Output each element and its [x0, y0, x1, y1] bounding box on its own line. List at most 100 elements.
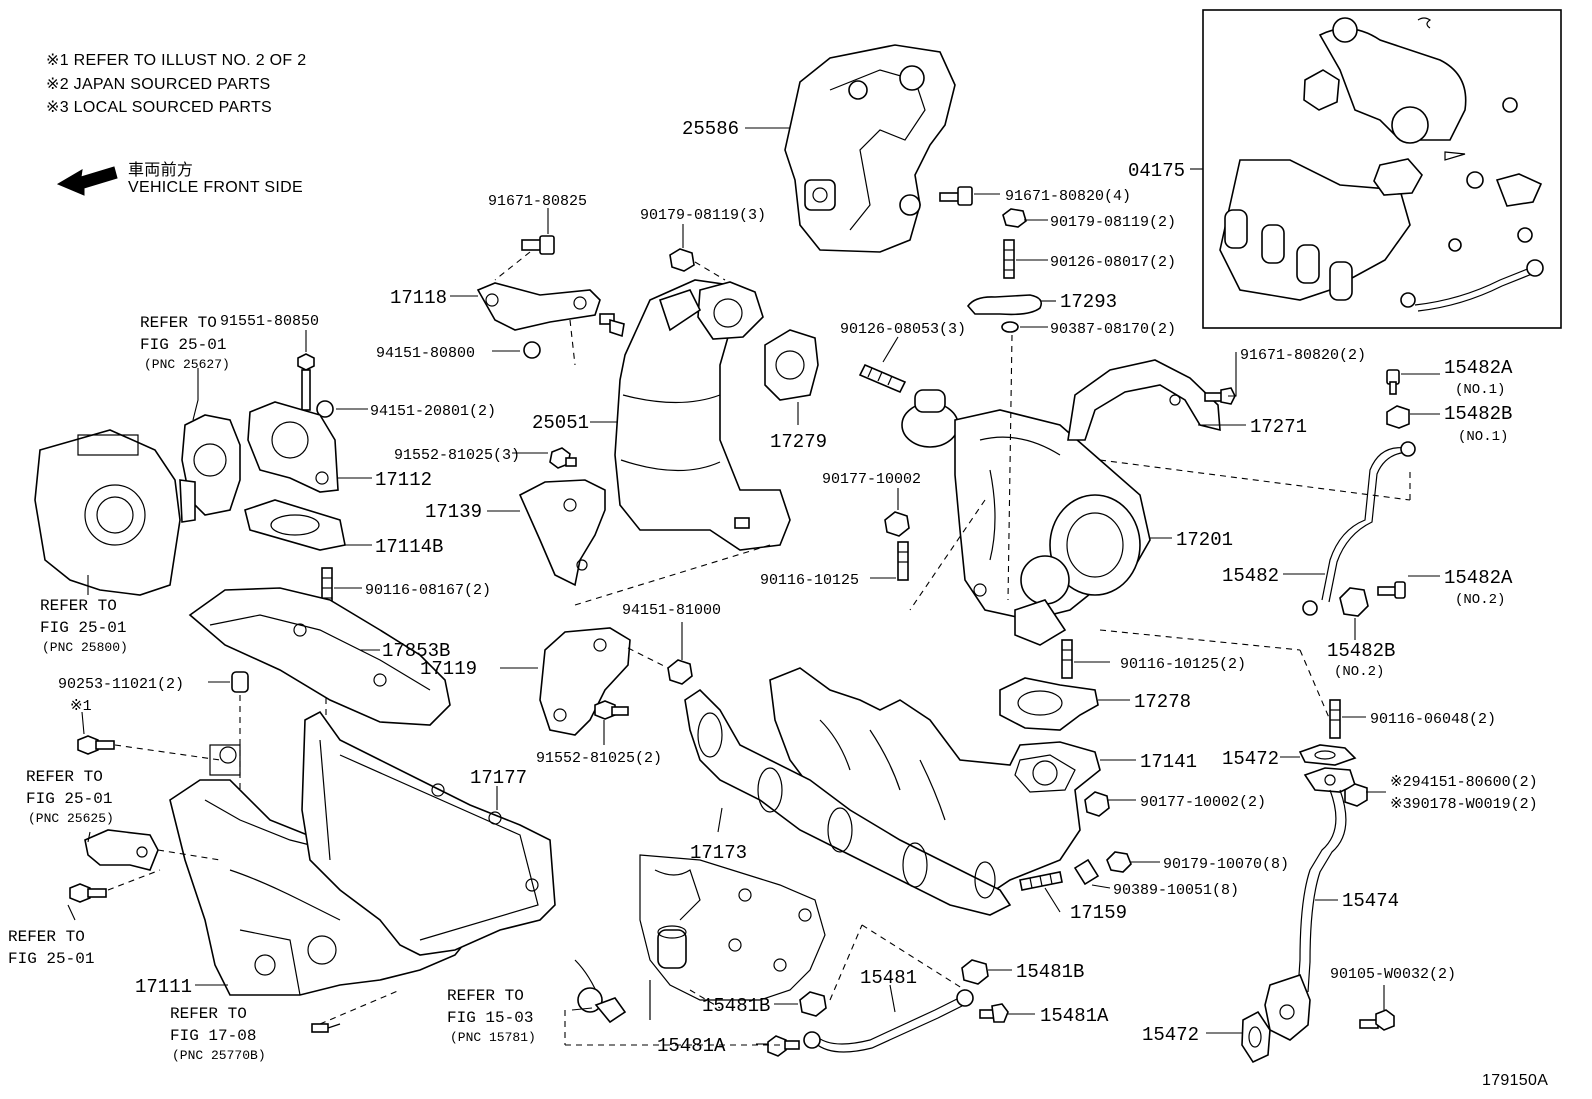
bracket-17119 — [539, 627, 631, 736]
bolt-91552-81025-2 — [594, 700, 629, 720]
label-90253-11021-2: 90253-11021(2) — [58, 676, 184, 693]
label-17114b: 17114B — [375, 536, 443, 558]
stud-90116-06048 — [1329, 699, 1341, 739]
collar-90253-11021 — [231, 671, 249, 693]
label-17279: 17279 — [770, 431, 827, 453]
note-1: ※1 REFER TO ILLUST NO. 2 OF 2 — [46, 52, 307, 69]
label-17112: 17112 — [375, 469, 432, 491]
label-04175: 04175 — [1128, 160, 1185, 182]
ref-25770b-line2: FIG 17-08 — [170, 1027, 256, 1045]
label-star1: ※1 — [70, 698, 92, 715]
bolt-90105-w0032 — [1359, 1009, 1395, 1031]
spacer-90389-10051 — [1073, 858, 1100, 886]
inset-04175 — [1190, 9, 1562, 329]
label-91552-81025-2: 91552-81025(2) — [536, 750, 662, 767]
insulator-17853b — [188, 587, 451, 726]
hose-15481 — [803, 989, 974, 1053]
bracket-17118 — [476, 282, 615, 331]
ref-25625-line2: FIG 25-01 — [26, 790, 112, 808]
gasket-25627 — [181, 414, 241, 516]
label-90179-08119-2: 90179-08119(2) — [1050, 214, 1176, 231]
figure-id: 179150A — [1482, 1072, 1549, 1089]
label-15472-2: 15472 — [1142, 1024, 1199, 1046]
label-17118: 17118 — [390, 287, 447, 309]
label-17139: 17139 — [425, 501, 482, 523]
converter-25051 — [609, 279, 791, 551]
ref-25800-line2: FIG 25-01 — [40, 619, 126, 637]
ref-15781-line3: (PNC 15781) — [450, 1030, 536, 1045]
nut-94151-81000 — [667, 659, 693, 685]
bracket-25625 — [84, 829, 159, 871]
ref-25627-line1: REFER TO — [140, 314, 217, 332]
label-91671-80820-2: 91671-80820(2) — [1240, 347, 1366, 364]
gasket-15472-upper — [1298, 744, 1357, 766]
label-15482a: 15482A — [1444, 357, 1513, 379]
label-17141: 17141 — [1140, 751, 1197, 773]
label-91551-80850: 91551-80850 — [220, 313, 319, 330]
ref-25625-line1: REFER TO — [26, 768, 103, 786]
bolt-91671-80825 — [521, 235, 555, 255]
label-90179-10070-8: 90179-10070(8) — [1163, 856, 1289, 873]
label-94151-20801-2: 94151-20801(2) — [370, 403, 496, 420]
label-90116-10125-2: 90116-10125(2) — [1120, 656, 1246, 673]
flange-17112 — [247, 401, 339, 493]
label-17119: 17119 — [420, 658, 477, 680]
gasket-15482b-no1 — [1386, 405, 1410, 429]
label-15481b: 15481B — [1016, 961, 1084, 983]
label-17853b: 17853B — [382, 640, 450, 662]
egr-valve-25800 — [34, 429, 196, 596]
bolt-15482a-no2 — [1377, 581, 1406, 599]
label-17111: 17111 — [135, 976, 192, 998]
bracket-17139 — [518, 479, 606, 587]
note-3: ※3 LOCAL SOURCED PARTS — [46, 99, 272, 116]
note-2: ※2 JAPAN SOURCED PARTS — [46, 76, 271, 93]
nut-94151-20801 — [316, 400, 334, 418]
direction-label-en: VEHICLE FRONT SIDE — [128, 179, 303, 196]
gasket-17177 — [301, 710, 556, 956]
nut-90179-08119 — [669, 248, 695, 272]
ref-25627-line3: (PNC 25627) — [144, 357, 230, 372]
ref-25770b-line3: (PNC 25770B) — [172, 1048, 266, 1063]
label-90116-10125: 90116-10125 — [760, 572, 859, 589]
nut-90179-10070 — [1106, 851, 1132, 873]
bolt-91671-80820-4 — [939, 186, 973, 206]
bolt-15482a-no1 — [1386, 369, 1400, 395]
heat-shield-17271 — [1067, 359, 1221, 441]
gasket-15472-lower — [1241, 1010, 1271, 1064]
label-94151-80600-2: ※294151-80600(2) — [1390, 774, 1538, 791]
gasket-15482b-no2 — [1339, 587, 1369, 617]
label-15474: 15474 — [1342, 890, 1399, 912]
nut-94151-80800 — [523, 341, 541, 359]
nut-94151-80600 — [1344, 783, 1368, 807]
label-94151-81000: 94151-81000 — [622, 602, 721, 619]
ref-25800-line1: REFER TO — [40, 597, 117, 615]
label-15482b: 15482B — [1444, 403, 1512, 425]
gasket-17278 — [999, 677, 1099, 731]
label-17278: 17278 — [1134, 691, 1191, 713]
label-15482a-no2: (NO.2) — [1455, 592, 1505, 608]
ref-15781-line2: FIG 15-03 — [447, 1009, 533, 1027]
clip-15481b-2 — [799, 991, 827, 1017]
label-15481a: 15481A — [1040, 1005, 1109, 1027]
bolt-fig2501 — [69, 883, 107, 903]
clip-15481b — [961, 959, 989, 985]
ref-25770b-line1: REFER TO — [170, 1005, 247, 1023]
gasket-17279 — [764, 329, 819, 401]
label-90178-w0019-2: ※390178-W0019(2) — [1390, 796, 1538, 813]
label-90116-08167-2: 90116-08167(2) — [365, 582, 491, 599]
label-25586: 25586 — [682, 118, 739, 140]
ref-2501-line1: REFER TO — [8, 928, 85, 946]
nut-90179-08119-2 — [1002, 208, 1027, 228]
stud-90126-08017 — [1003, 239, 1015, 279]
ref-2501-line2: FIG 25-01 — [8, 950, 94, 968]
turbocharger-17201 — [901, 389, 1151, 646]
ref-25625-line3: (PNC 25625) — [28, 811, 114, 826]
label-17159: 17159 — [1070, 902, 1127, 924]
pipe-15474 — [1264, 767, 1356, 1041]
label-15481: 15481 — [860, 967, 917, 989]
label-90126-08053-3: 90126-08053(3) — [840, 321, 966, 338]
label-15472: 15472 — [1222, 748, 1279, 770]
